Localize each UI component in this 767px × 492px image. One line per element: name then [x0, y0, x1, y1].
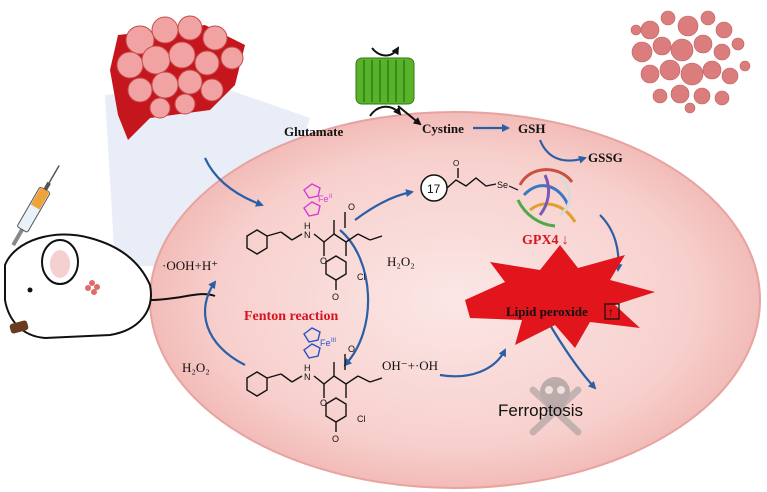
label-glutamate: Glutamate: [284, 124, 343, 139]
svg-text:Fe: Fe: [318, 194, 329, 204]
label-oh: OH⁻+·OH: [382, 358, 438, 373]
tumor-tissue-icon: [110, 15, 245, 140]
label-gssg: GSSG: [588, 150, 623, 165]
molecule-fe2: [246, 183, 383, 290]
label-cystine: Cystine: [422, 121, 464, 136]
svg-text:O: O: [453, 159, 459, 168]
transporter-protein-icon: [355, 46, 422, 126]
label-ferroptosis: Ferroptosis: [498, 401, 583, 420]
svg-text:H: H: [304, 221, 311, 231]
molecule-fe3: [246, 327, 383, 432]
svg-text:N: N: [304, 372, 311, 382]
label-h2o2-right: H₂O₂: [387, 254, 415, 269]
svg-text:Se: Se: [497, 180, 508, 190]
svg-text:Cl: Cl: [357, 414, 366, 424]
mouse-icon: [4, 233, 216, 340]
svg-text:N: N: [304, 230, 311, 240]
svg-text:H: H: [304, 363, 311, 373]
svg-text:O: O: [348, 202, 355, 212]
lipid-arrow-box: [604, 303, 620, 320]
pathway-arrows: [203, 124, 623, 390]
label-h2o2-left: H₂O₂: [182, 360, 210, 375]
svg-text:O: O: [332, 434, 339, 444]
molecule-fe3-labels: N H O O Cl O Fe III: [304, 338, 366, 444]
label-lipid-peroxide: Lipid peroxide: [506, 304, 588, 319]
cell-body: [149, 111, 761, 489]
lipid-peroxide-arrow: ↑: [608, 305, 614, 319]
skull-crossbones-icon: [529, 377, 582, 436]
label-ooh: ·OOH+H⁺: [162, 258, 218, 273]
svg-text:III: III: [331, 338, 336, 344]
label-gsh: GSH: [518, 121, 545, 136]
label-fenton-reaction: Fenton reaction: [244, 309, 338, 324]
svg-text:II: II: [329, 194, 333, 200]
lipid-peroxide-burst: [465, 245, 655, 348]
svg-text:Fe: Fe: [320, 338, 331, 348]
svg-text:17: 17: [427, 182, 441, 196]
svg-text:Cl: Cl: [357, 272, 366, 282]
dead-cells-icon: [630, 10, 751, 114]
label-gpx4: GPX4↓: [522, 233, 569, 248]
svg-text:O: O: [332, 292, 339, 302]
svg-text:O: O: [320, 398, 327, 408]
molecule-fe2-labels: N H O O Cl O Fe II: [304, 194, 366, 302]
svg-text:O: O: [320, 256, 327, 266]
svg-text:O: O: [348, 344, 355, 354]
gpx4-protein-icon: 17 O Se: [420, 159, 577, 228]
syringe-icon: [11, 165, 60, 247]
